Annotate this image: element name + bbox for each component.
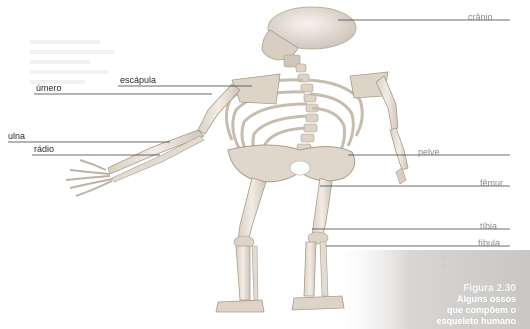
figure-number: Figura 2.30: [436, 283, 516, 294]
label-femur: fêmur: [480, 178, 503, 188]
label-tibia: tíbia: [480, 221, 497, 231]
caption-line-1: Alguns ossos: [436, 294, 516, 305]
right-arm: [376, 76, 408, 184]
label-fibula: fíbula: [478, 238, 500, 248]
caption-line-2: que compõem o: [436, 305, 516, 316]
label-ulna: ulna: [8, 131, 25, 141]
caption-line-3: esqueleto humano: [436, 316, 516, 327]
label-escapula: escápula: [120, 75, 156, 85]
background-smudge: [30, 40, 115, 84]
left-hand: [66, 160, 112, 196]
label-umero: úmero: [36, 83, 62, 93]
label-pelve: pelve: [418, 147, 440, 157]
label-cranio: crânio: [468, 12, 493, 22]
skull: [262, 7, 356, 67]
chevron-down-icon: ⌄⌄: [439, 252, 448, 268]
left-arm: [66, 84, 240, 196]
left-leg: [216, 178, 266, 312]
figure-caption: Figura 2.30 Alguns ossos que compõem o e…: [436, 283, 516, 327]
pelvis: [228, 145, 355, 182]
label-radio: rádio: [34, 144, 54, 154]
